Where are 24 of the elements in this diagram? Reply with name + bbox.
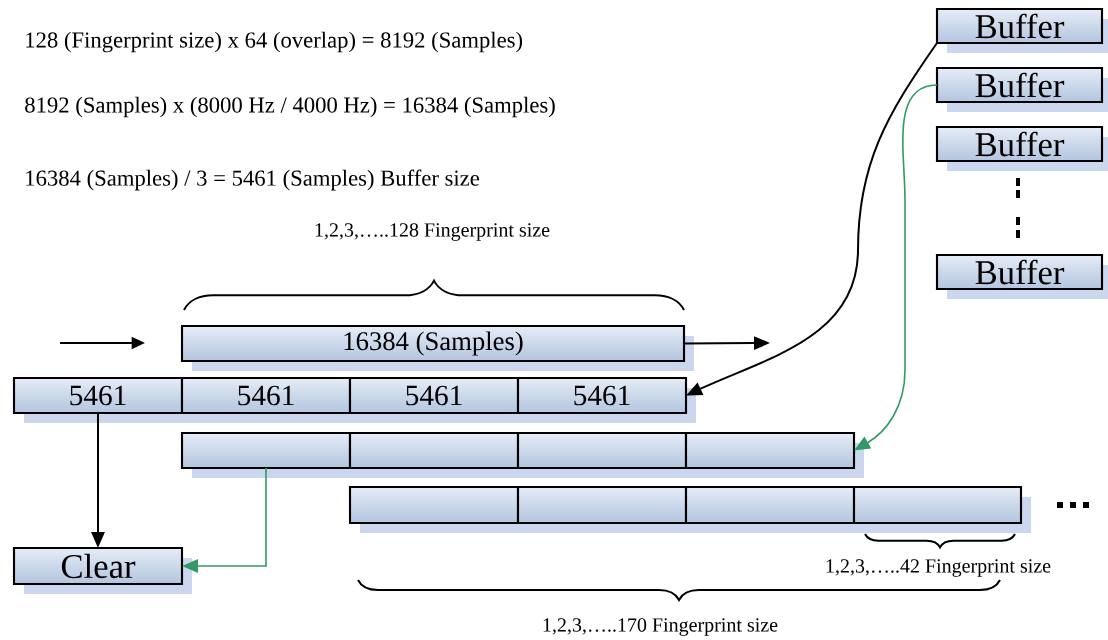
empty-block	[852, 485, 1031, 533]
brace-label: 1,2,3,…..128 Fingerprint size	[315, 223, 550, 241]
buffer-box: Buffer	[935, 125, 1108, 171]
brace-label: 1,2,3,…..42 Fingerprint size	[826, 559, 1051, 577]
brace-label: 1,2,3,…..170 Fingerprint size	[543, 618, 778, 636]
formula-line: 8192 (Samples) x (8000 Hz / 4000 Hz) = 16384 (Samples)	[25, 96, 555, 118]
empty-block	[684, 431, 864, 478]
buffer-block: 5461	[180, 376, 360, 423]
clear-box: Clear	[12, 546, 192, 594]
buffer-box: Buffer	[935, 66, 1108, 112]
empty-block	[348, 485, 528, 533]
empty-block	[180, 431, 360, 478]
empty-block	[516, 485, 696, 533]
empty-block	[348, 431, 528, 478]
empty-block	[684, 485, 864, 533]
sample-block: 16384 (Samples)	[180, 324, 694, 371]
buffer-block: 5461	[12, 376, 192, 423]
buffer-block: 5461	[516, 376, 696, 423]
buffer-box: Buffer	[935, 7, 1108, 53]
buffer-box: Buffer	[935, 253, 1108, 299]
formula-line: 128 (Fingerprint size) x 64 (overlap) = 8192 (Samples)	[26, 31, 523, 53]
empty-block	[516, 431, 696, 478]
formula-line: 16384 (Samples) / 3 = 5461 (Samples) Buffer size	[26, 169, 480, 191]
buffer-block: 5461	[348, 376, 528, 423]
